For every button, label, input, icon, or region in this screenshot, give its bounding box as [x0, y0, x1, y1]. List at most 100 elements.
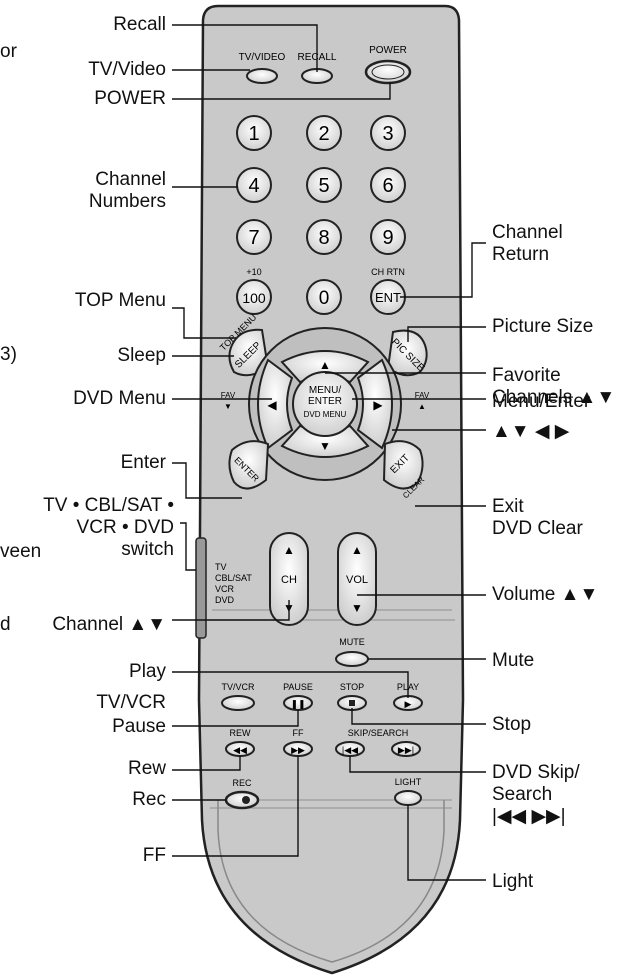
digit-2-button[interactable]: [306, 115, 342, 151]
cutoff-text-2: 3): [0, 344, 17, 365]
digit-5-key-text: 5: [318, 175, 329, 197]
digit-4-button[interactable]: [236, 167, 272, 203]
ch-up-arrow-icon: ▲: [283, 543, 295, 557]
switch-mode-dvd-text: DVD: [215, 595, 235, 605]
label-play: Play: [129, 661, 166, 682]
tv-video-key-text: TV/VIDEO: [239, 52, 286, 63]
pause-icon: ❚❚: [290, 699, 305, 710]
digit-9-key-text: 9: [382, 227, 393, 249]
stop-key-text: STOP: [340, 682, 364, 692]
dvd-menu-key-text: DVD MENU: [304, 410, 347, 419]
light-key-text: LIGHT: [395, 777, 422, 787]
label-favorite-channels: Favorite Channels ▲▼: [492, 365, 616, 408]
label-top-menu: TOP Menu: [74, 290, 166, 311]
enter-button[interactable]: [228, 440, 270, 490]
label-tv-video: TV/Video: [88, 59, 166, 80]
label-power: POWER: [94, 88, 166, 109]
pause-key-text: PAUSE: [283, 682, 313, 692]
label-volume: Volume ▲▼: [492, 584, 599, 605]
skip-forward-icon: ▶▶|: [398, 745, 414, 755]
left-arrow-icon: ◀: [267, 398, 277, 412]
tv-video-button[interactable]: [246, 68, 278, 84]
digit-6-button[interactable]: [370, 167, 406, 203]
rec-icon: [242, 796, 250, 804]
label-pause: Pause: [112, 716, 166, 737]
digit-3-button[interactable]: [370, 115, 406, 151]
cutoff-text-4: d: [0, 614, 11, 635]
rec-key-text: REC: [232, 778, 252, 788]
skip-forward-button[interactable]: [391, 741, 421, 757]
label-rew: Rew: [127, 758, 166, 779]
zero-key-text: 0: [319, 288, 330, 309]
label-enter: Enter: [120, 452, 166, 473]
menu-enter-button[interactable]: [292, 371, 358, 437]
remote-body: [197, 4, 465, 975]
switch-mode-vcr-text: VCR: [215, 584, 235, 594]
fav-left-text: FAV: [221, 391, 236, 400]
digit-8-key-text: 8: [318, 227, 329, 249]
rew-icon: ◀◀: [233, 745, 247, 755]
label-sleep: Sleep: [117, 345, 166, 366]
ff-key-text: FF: [293, 728, 304, 738]
fav-right-arrow-icon: ▲: [418, 402, 426, 411]
vol-up-arrow-icon: ▲: [351, 543, 363, 557]
label-stop: Stop: [492, 714, 532, 735]
digit-9-button[interactable]: [370, 219, 406, 255]
label-menu-enter: Menu/Enter: [492, 391, 591, 412]
label-channel-updown: Channel ▲▼: [52, 614, 166, 635]
digit-8-button[interactable]: [306, 219, 342, 255]
power-key-text: POWER: [369, 45, 407, 56]
light-button[interactable]: [394, 790, 422, 806]
switch-mode-tv-text: TV: [215, 562, 227, 572]
tv-vcr-key-text: TV/VCR: [221, 682, 255, 692]
cutoff-text-3: veen: [0, 541, 42, 562]
mute-key-text: MUTE: [339, 637, 365, 647]
cutoff-text-1: or: [0, 41, 17, 62]
channel-rocker[interactable]: [269, 532, 309, 626]
power-button[interactable]: [364, 59, 412, 85]
exit-button[interactable]: [382, 440, 424, 490]
volume-rocker[interactable]: [337, 532, 377, 626]
ent-key-text: ENT: [375, 290, 401, 305]
hundred-button[interactable]: [236, 279, 272, 315]
label-mode-switch: TV • CBL/SAT • VCR • DVD switch: [43, 495, 174, 560]
vol-down-arrow-icon: ▼: [351, 601, 363, 615]
vol-key-text: VOL: [346, 574, 368, 586]
rew-key-text: REW: [230, 728, 252, 738]
right-arrow-icon: ▶: [373, 398, 383, 412]
digit-2-key-text: 2: [318, 123, 329, 145]
skip-back-icon: |◀◀: [342, 745, 358, 755]
tv-vcr-button[interactable]: [221, 695, 255, 711]
sleep-button[interactable]: [228, 328, 270, 377]
digit-7-button[interactable]: [236, 219, 272, 255]
digit-4-key-text: 4: [248, 175, 259, 197]
fav-left-arrow-icon: ▼: [224, 402, 232, 411]
chrtn-text: CH RTN: [371, 267, 405, 277]
pic-size-button[interactable]: [386, 329, 428, 377]
digit-1-key-text: 1: [248, 123, 259, 145]
label-light: Light: [492, 871, 534, 892]
mute-button[interactable]: [335, 651, 369, 667]
ff-icon: ▶▶: [291, 745, 305, 755]
fav-right-text: FAV: [415, 391, 430, 400]
label-arrows: ▲▼ ◀ ▶: [492, 421, 570, 442]
zero-button[interactable]: [306, 279, 342, 315]
digit-1-button[interactable]: [236, 115, 272, 151]
dpad-right-button[interactable]: [356, 358, 393, 450]
label-channel-numbers: Channel Numbers: [88, 169, 166, 212]
remote-lower-contour: [217, 800, 445, 963]
label-rec: Rec: [132, 789, 166, 810]
remote-body-inner-line: [208, 609, 455, 809]
switch-mode-cblsat-text: CBL/SAT: [215, 573, 252, 583]
label-picture-size: Picture Size: [492, 316, 594, 337]
leader-lines: [172, 24, 486, 881]
menu-enter-key-text: MENU/ENTER: [308, 385, 342, 407]
digit-5-button[interactable]: [306, 167, 342, 203]
label-tv-vcr: TV/VCR: [96, 692, 166, 713]
hundred-key-text: 100: [242, 290, 266, 306]
label-dvd-menu: DVD Menu: [73, 388, 166, 409]
digit-6-key-text: 6: [382, 175, 393, 197]
